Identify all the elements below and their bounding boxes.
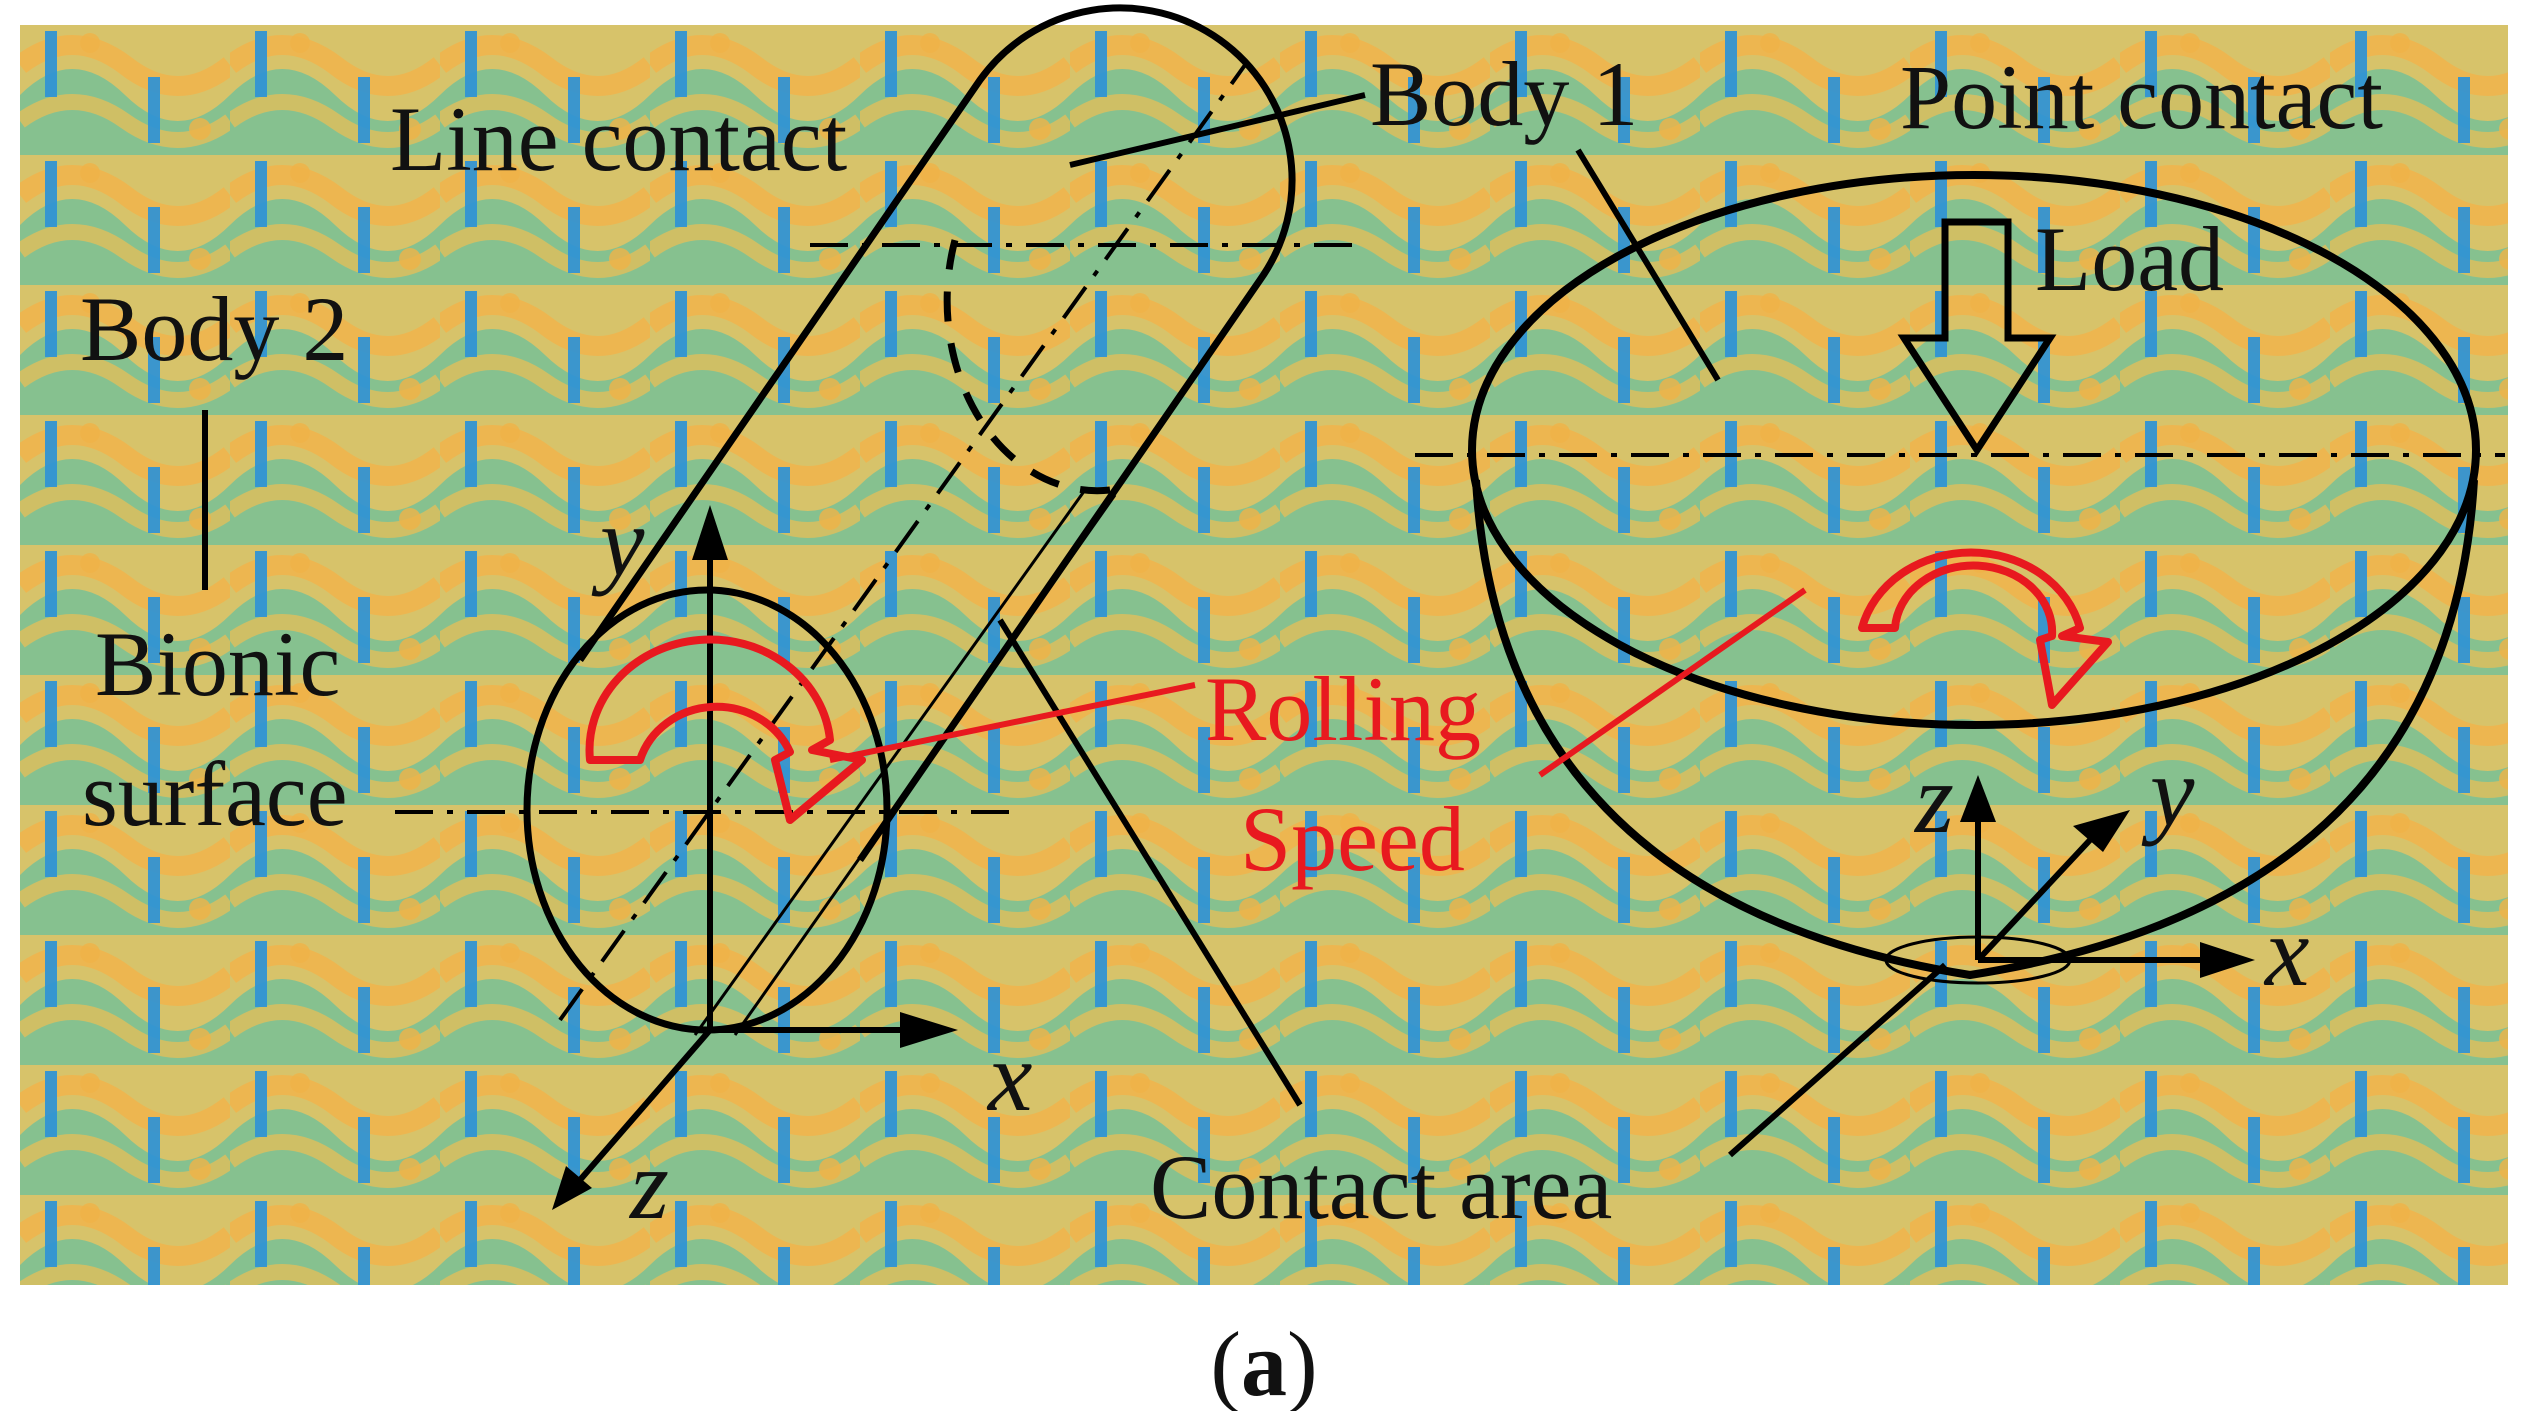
line-contact-label: Line contact <box>390 88 848 190</box>
bionic-label-line2: surface <box>82 743 348 845</box>
body2-label: Body 2 <box>80 278 348 380</box>
left-rolling-arrow <box>585 635 866 824</box>
rolling-label-line2: Speed <box>1240 788 1465 890</box>
right-rolling-arrow <box>1858 548 2112 709</box>
right-x-axis-label: x <box>2263 896 2309 1007</box>
caption-letter: a <box>1241 1313 1287 1411</box>
contact-area-label: Contact area <box>1150 1136 1612 1238</box>
left-y-axis-label: y <box>591 486 645 597</box>
caption-open: ( <box>1210 1313 1241 1411</box>
bionic-label-line1: Bionic <box>95 613 340 715</box>
leader-lines <box>202 92 1947 1158</box>
point-contact-label: Point contact <box>1900 46 2383 148</box>
body1-label: Body 1 <box>1370 43 1638 145</box>
right-y-axis-label: y <box>2141 736 2195 847</box>
left-axes <box>552 505 958 1210</box>
rolling-leader-lines <box>829 587 1807 778</box>
left-z-axis-label: z <box>628 1129 669 1240</box>
point-contact-ellipsoid <box>1468 171 2480 980</box>
right-axes <box>1960 775 2255 978</box>
rolling-label-line1: Rolling <box>1205 658 1481 760</box>
figure-caption: (a) <box>1210 1313 1317 1411</box>
load-arrow <box>1897 218 2057 457</box>
caption-close: ) <box>1287 1313 1318 1411</box>
load-label: Load <box>2035 208 2224 310</box>
left-x-axis-label: x <box>986 1021 1032 1132</box>
right-z-axis-label: z <box>1913 743 1954 854</box>
